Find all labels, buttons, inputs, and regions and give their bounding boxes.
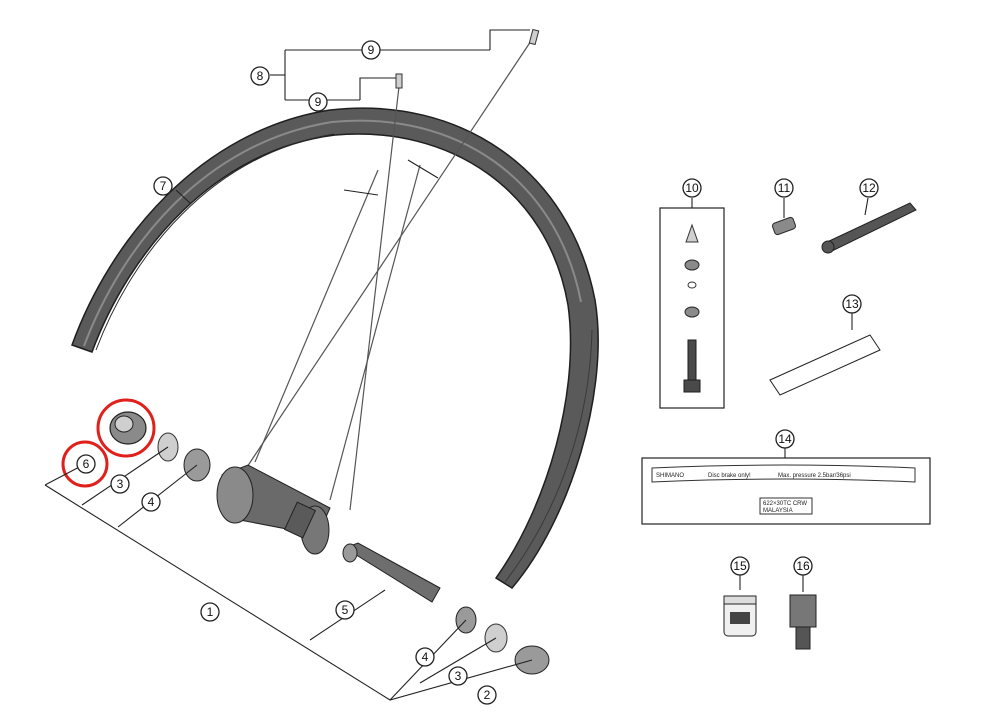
highlight-circle-callout-6 <box>61 440 109 488</box>
callout-3-right: 3 <box>448 666 468 686</box>
callout-6: 6 <box>76 454 96 474</box>
callout-16: 16 <box>793 556 813 576</box>
callout-13: 13 <box>842 294 862 314</box>
callout-12: 12 <box>859 178 879 198</box>
axle <box>342 542 441 603</box>
spoke-nipple <box>395 73 403 89</box>
svg-text:6: 6 <box>83 457 90 471</box>
rim-decal-origin: MALAYSIA <box>763 508 793 514</box>
grease-jar <box>723 575 757 637</box>
rim-decal-brand: SHIMANO <box>656 473 684 479</box>
svg-text:8: 8 <box>257 69 264 83</box>
callout-8: 8 <box>250 66 270 86</box>
svg-text:7: 7 <box>160 179 167 193</box>
svg-text:3: 3 <box>455 669 462 683</box>
valve-parts-box <box>659 198 725 409</box>
callout-9-bottom: 9 <box>308 92 328 112</box>
svg-text:4: 4 <box>148 495 155 509</box>
callout-14: 14 <box>775 429 795 449</box>
callout-3-left: 3 <box>110 474 130 494</box>
rim <box>71 107 599 589</box>
callout-5: 5 <box>335 600 355 620</box>
svg-text:12: 12 <box>862 181 876 195</box>
callout-4-left: 4 <box>141 492 161 512</box>
svg-text:11: 11 <box>778 181 791 195</box>
callout-2: 2 <box>477 685 497 705</box>
svg-text:9: 9 <box>368 43 375 57</box>
svg-text:3: 3 <box>117 477 124 491</box>
rim-decal-pressure: Max. pressure 2.5bar/36psi <box>778 473 851 479</box>
svg-text:1: 1 <box>207 605 214 619</box>
svg-text:9: 9 <box>315 95 322 109</box>
spokes <box>244 34 536 511</box>
rim-decal-box: SHIMANO Disc brake only! Max. pressure 2… <box>641 448 931 525</box>
svg-text:15: 15 <box>733 559 747 573</box>
highlight-circle-end-cap <box>96 398 156 458</box>
svg-text:5: 5 <box>342 603 349 617</box>
svg-text:16: 16 <box>796 559 810 573</box>
rim-decal-size: 622×30TC CRW <box>763 501 807 507</box>
svg-text:13: 13 <box>845 297 859 311</box>
rim-decal-brake: Disc brake only! <box>708 473 751 479</box>
callout-1: 1 <box>200 602 220 622</box>
adapter-tool <box>789 575 817 650</box>
end-cap-left <box>109 411 147 445</box>
callout-4-right: 4 <box>415 647 435 667</box>
callout-15: 15 <box>730 556 750 576</box>
svg-text:4: 4 <box>422 650 429 664</box>
rim-tape <box>769 313 881 396</box>
callout-7: 7 <box>153 176 173 196</box>
spoke-nipple <box>528 28 540 46</box>
svg-text:10: 10 <box>685 181 699 195</box>
spoke-wrench <box>821 197 917 254</box>
callout-10: 10 <box>682 178 702 198</box>
callout-11: 11 <box>774 178 794 198</box>
hub-body <box>216 464 331 555</box>
part-11 <box>771 216 797 236</box>
svg-text:14: 14 <box>778 432 792 446</box>
svg-text:2: 2 <box>484 688 491 702</box>
callout-9-top: 9 <box>361 40 381 60</box>
